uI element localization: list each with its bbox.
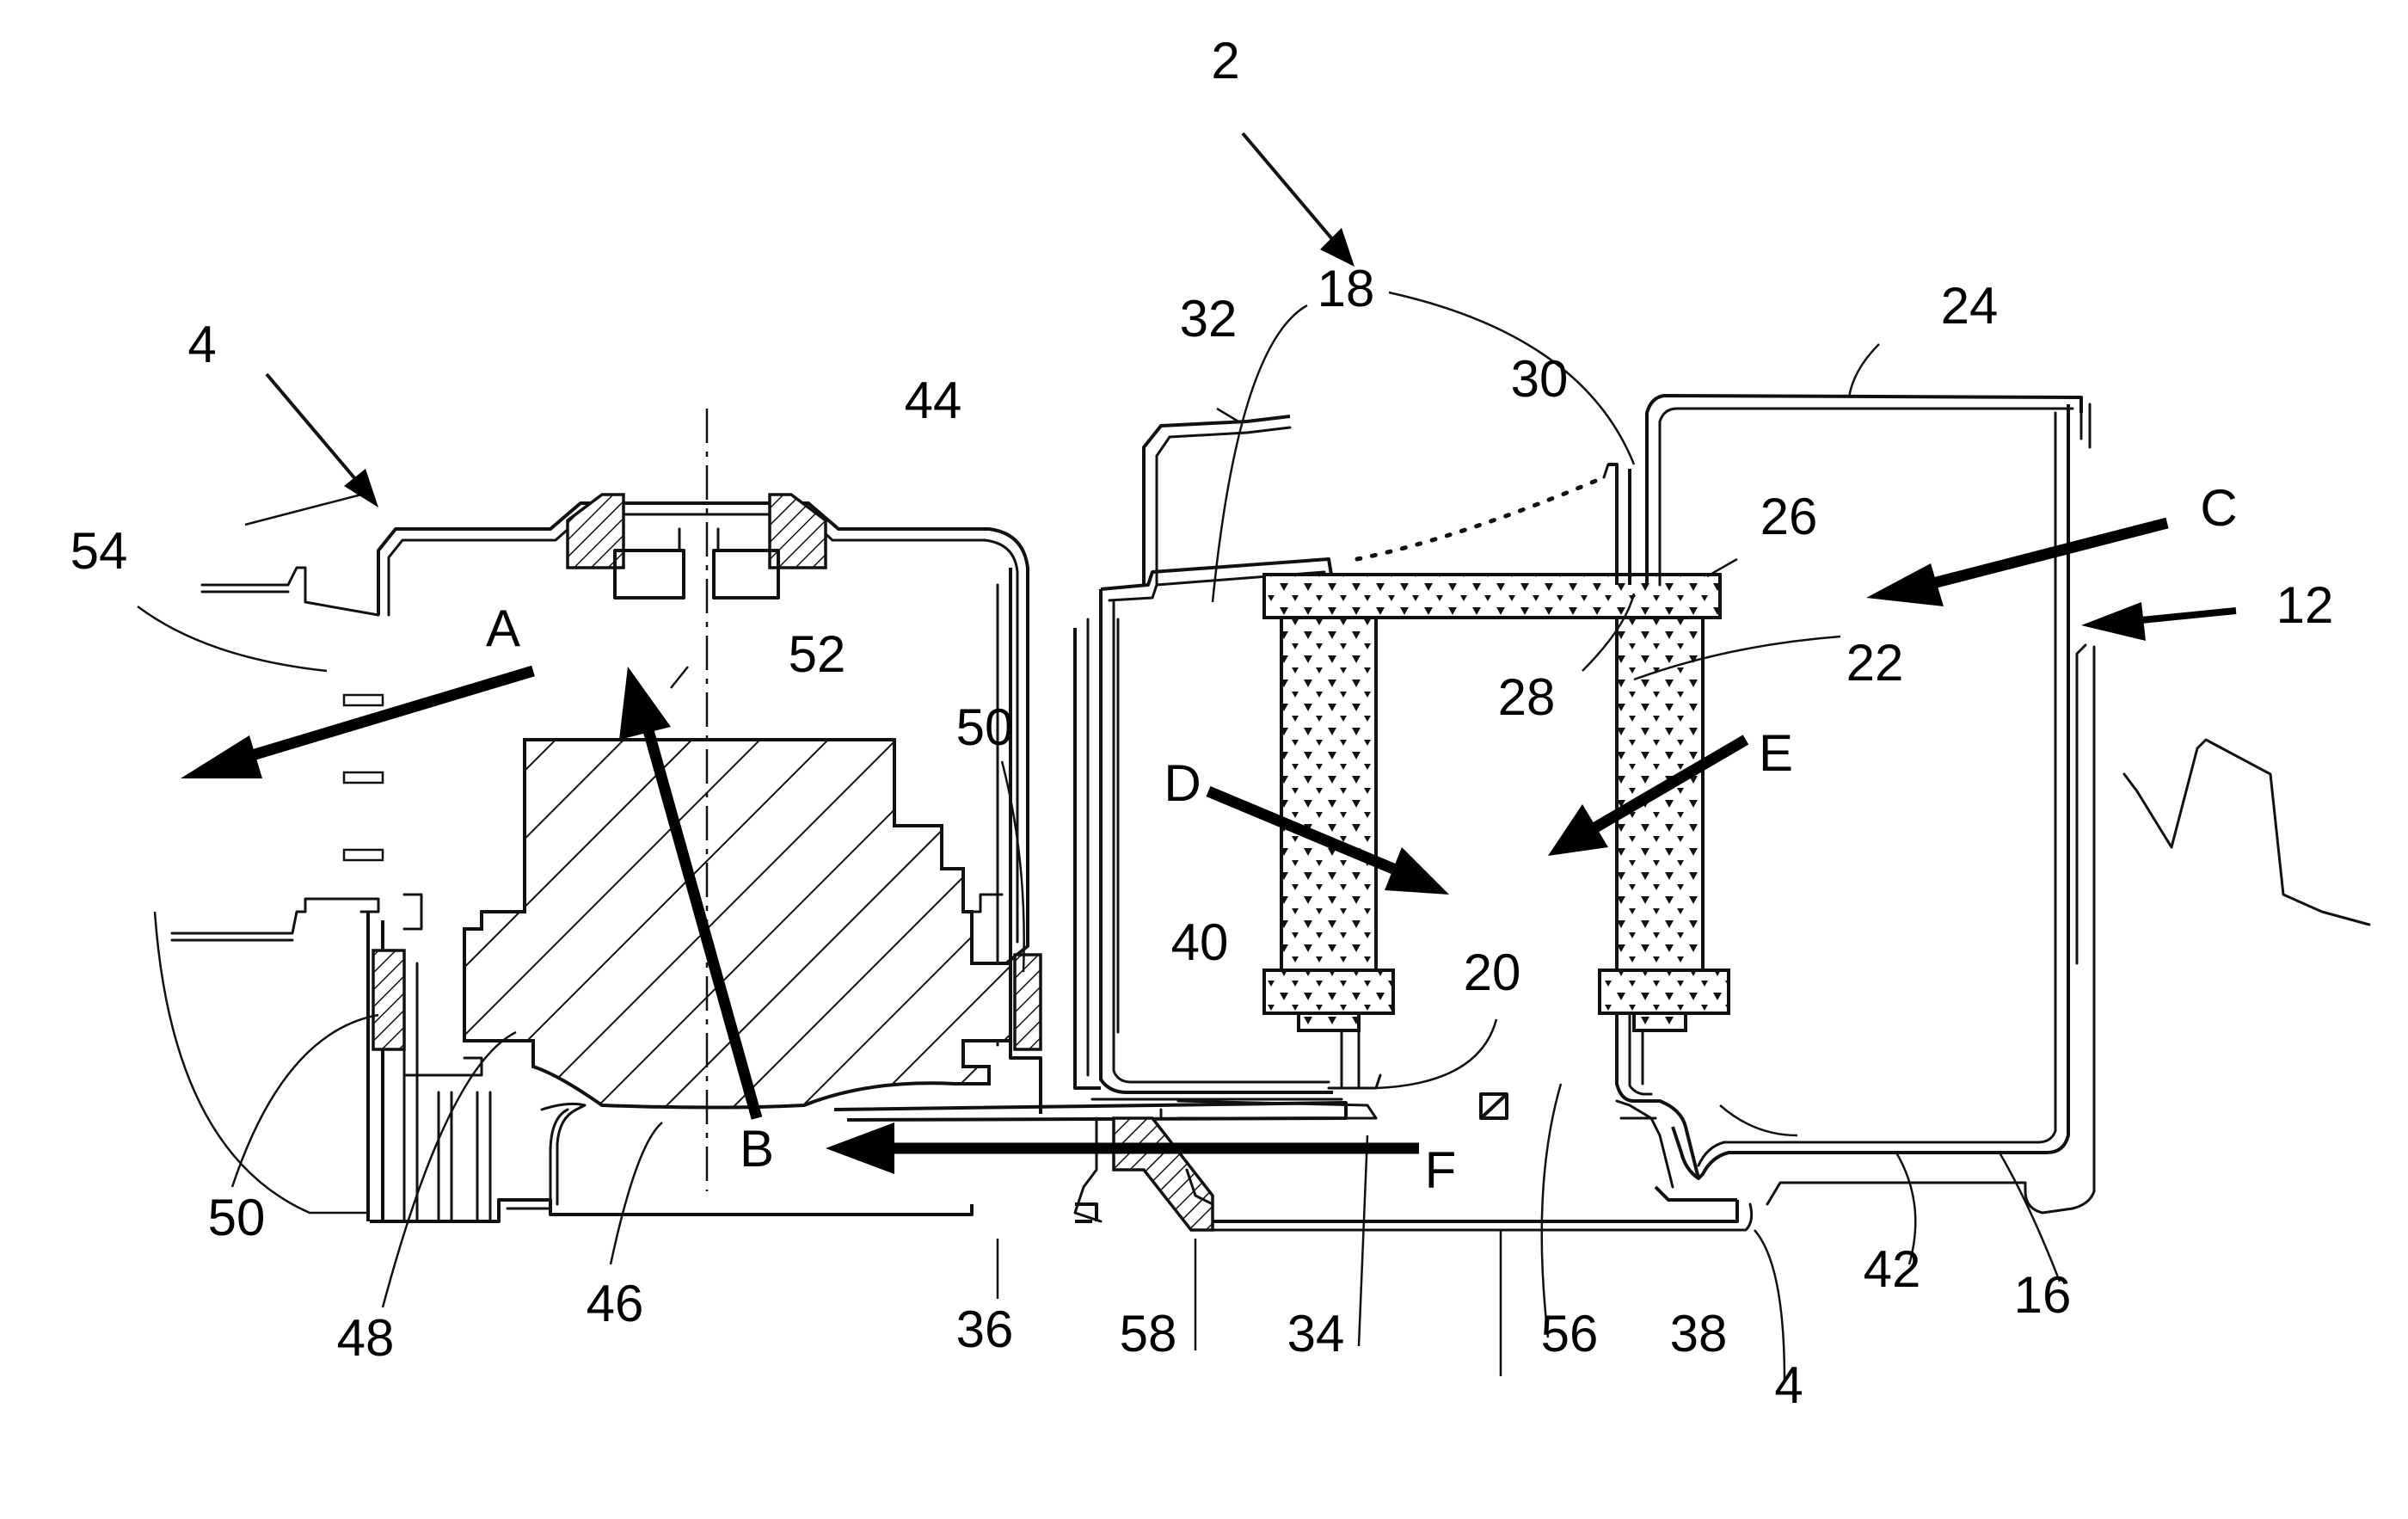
label-b: B: [740, 1120, 774, 1178]
label-4-bottom: 4: [1774, 1356, 1803, 1414]
label-12: 12: [2276, 576, 2334, 634]
arrow-a-head: [181, 735, 262, 778]
label-38: 38: [1670, 1305, 1728, 1362]
label-50-right: 50: [956, 698, 1014, 756]
arrow-f-head: [826, 1122, 894, 1174]
label-26: 26: [1760, 488, 1818, 545]
arrow-4-head: [344, 469, 378, 507]
label-22: 22: [1846, 634, 1904, 692]
label-50-left: 50: [208, 1189, 266, 1246]
label-42: 42: [1864, 1240, 1921, 1298]
label-40: 40: [1171, 913, 1229, 971]
label-56: 56: [1541, 1305, 1599, 1362]
label-36: 36: [956, 1301, 1014, 1358]
label-30: 30: [1511, 350, 1569, 408]
motor-housing: [172, 495, 1096, 1221]
label-44: 44: [905, 372, 962, 429]
label-52: 52: [789, 625, 846, 683]
label-28: 28: [1498, 668, 1556, 726]
label-4-left: 4: [187, 316, 216, 373]
arrow-12-head: [2081, 602, 2146, 641]
label-20: 20: [1464, 944, 1521, 1001]
label-32: 32: [1180, 290, 1238, 347]
arrow-b-head: [619, 667, 671, 740]
label-18: 18: [1318, 260, 1375, 317]
label-f: F: [1425, 1141, 1457, 1199]
label-16: 16: [2014, 1266, 2072, 1324]
label-58: 58: [1120, 1305, 1177, 1362]
label-e: E: [1759, 724, 1793, 782]
dust-container: [1617, 396, 2369, 1213]
label-54: 54: [71, 522, 128, 580]
arrow-d-head: [1385, 847, 1449, 895]
label-48: 48: [337, 1309, 395, 1367]
arrow-a: [232, 671, 533, 761]
label-46: 46: [587, 1275, 644, 1332]
arrow-c-head: [1866, 563, 1944, 606]
label-c: C: [2200, 479, 2237, 537]
label-34: 34: [1287, 1305, 1345, 1362]
label-24: 24: [1941, 277, 1999, 335]
label-d: D: [1164, 754, 1201, 812]
arrow-c: [1926, 523, 2167, 585]
label-2: 2: [1211, 32, 1239, 89]
leader-lines: [138, 292, 2060, 1381]
label-a: A: [486, 600, 520, 657]
